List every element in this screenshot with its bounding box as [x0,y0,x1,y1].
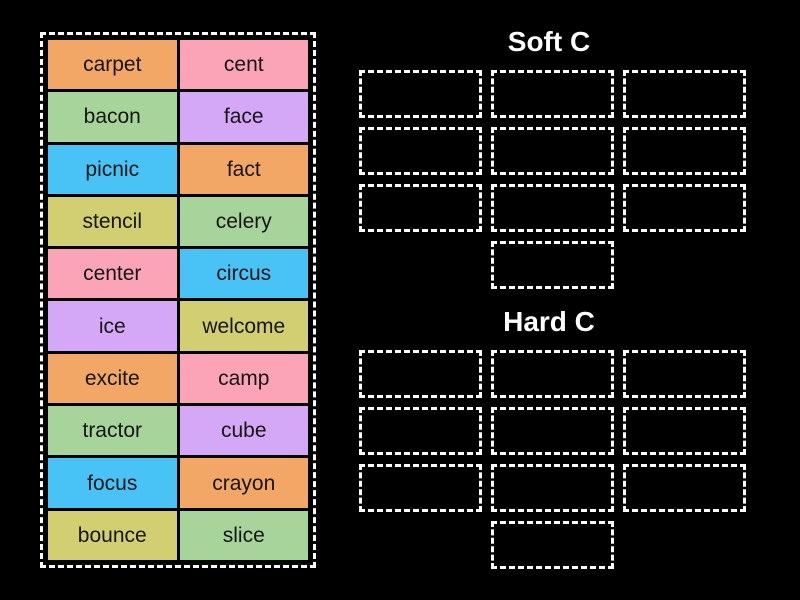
dropzone-grid-soft-c [359,70,752,289]
word-tile[interactable]: slice [179,510,308,560]
dropzone-hard-c[interactable] [491,521,614,569]
word-tile[interactable]: cube [179,406,308,456]
word-tile[interactable]: fact [179,144,308,194]
category-hard-c: Hard C [352,308,752,569]
dropzone-hard-c[interactable] [359,464,482,512]
word-tile[interactable]: face [179,92,308,142]
dropzone-hard-c[interactable] [491,350,614,398]
dropzone-soft-c[interactable] [491,241,614,289]
category-soft-c: Soft C [352,28,752,289]
word-tile[interactable]: bacon [48,92,177,142]
dropzone-hard-c[interactable] [359,407,482,455]
word-tile[interactable]: center [48,249,177,299]
word-tile[interactable]: circus [179,249,308,299]
word-tile[interactable]: tractor [48,406,177,456]
dropzone-hard-c[interactable] [623,350,746,398]
dropzone-soft-c[interactable] [623,70,746,118]
word-tile[interactable]: excite [48,353,177,404]
dropzone-hard-c[interactable] [623,407,746,455]
dropzone-hard-c[interactable] [491,407,614,455]
dropzone-soft-c[interactable] [491,70,614,118]
dropzone-hard-c[interactable] [623,464,746,512]
word-tile[interactable]: celery [179,196,308,247]
category-title-hard-c: Hard C [503,306,595,337]
word-tile[interactable]: cent [179,40,308,90]
dropzone-soft-c[interactable] [623,127,746,175]
dropzone-hard-c[interactable] [359,350,482,398]
category-title-soft-c: Soft C [507,26,591,57]
dropzone-soft-c[interactable] [491,184,614,232]
word-tile[interactable]: carpet [48,40,177,90]
word-tile[interactable]: picnic [48,144,177,194]
word-tile[interactable]: stencil [48,196,177,247]
word-tile[interactable]: welcome [179,301,308,351]
dropzone-hard-c[interactable] [491,464,614,512]
dropzone-soft-c[interactable] [359,184,482,232]
dropzone-soft-c[interactable] [359,70,482,118]
word-tile[interactable]: bounce [48,510,177,560]
word-tile[interactable]: camp [179,353,308,404]
word-tile[interactable]: ice [48,301,177,351]
dropzone-soft-c[interactable] [623,184,746,232]
dropzone-soft-c[interactable] [359,127,482,175]
dropzone-grid-hard-c [359,350,752,569]
word-tile[interactable]: focus [48,458,177,508]
word-tile[interactable]: crayon [179,458,308,508]
dropzone-soft-c[interactable] [491,127,614,175]
